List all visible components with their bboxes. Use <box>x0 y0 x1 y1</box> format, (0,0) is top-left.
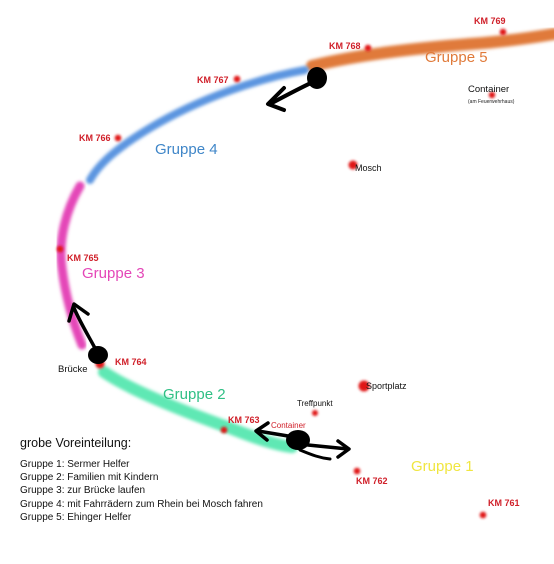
legend-item-group-5: Gruppe 5: Ehinger Helfer <box>20 511 132 523</box>
group-3-label: Gruppe 3 <box>82 265 145 282</box>
km-761-marker <box>479 511 487 519</box>
legend-item-group-2: Gruppe 2: Familien mit Kindern <box>20 472 159 484</box>
container-top-label: Container <box>468 84 509 95</box>
sportplatz-label: Sportplatz <box>366 381 407 391</box>
arrow-group-3-start <box>67 302 108 364</box>
km-764-label: KM 764 <box>115 357 147 367</box>
treffpunkt-marker <box>312 410 318 416</box>
arrow-group-1-2-start <box>254 421 351 461</box>
group-2-label: Gruppe 2 <box>163 386 226 403</box>
group-5-label: Gruppe 5 <box>425 49 488 66</box>
container-top-sublabel: (am Feuerwehrhaus) <box>468 99 515 105</box>
km-762-label: KM 762 <box>356 476 388 486</box>
km-766-label: KM 766 <box>79 133 111 143</box>
km-766-marker <box>114 134 122 142</box>
legend-item-group-3: Gruppe 3: zur Brücke laufen <box>20 485 146 497</box>
km-767-label: KM 767 <box>197 75 229 85</box>
km-762-marker <box>353 467 361 475</box>
km-763-label: KM 763 <box>228 415 260 425</box>
km-768-marker <box>364 44 372 52</box>
arrow-group-5-start <box>266 67 327 112</box>
km-761-label: KM 761 <box>488 498 520 508</box>
km-767-marker <box>233 75 241 83</box>
km-769-marker <box>499 28 507 36</box>
km-765-marker <box>56 245 64 253</box>
container-bottom-label: Container <box>271 421 306 430</box>
legend-item-group-1: Gruppe 1: Sermer Helfer <box>20 459 130 470</box>
km-768-label: KM 768 <box>329 41 361 51</box>
group-1-label: Gruppe 1 <box>411 458 474 475</box>
route-group-5 <box>306 28 554 72</box>
container-top-marker <box>488 91 496 99</box>
legend-item-group-4: Gruppe 4: mit Fahrrädern zum Rhein bei M… <box>20 498 263 510</box>
bruecke-label: Brücke <box>58 364 88 375</box>
sportplatz-marker <box>358 380 370 392</box>
mosch-label: Mosch <box>355 163 382 173</box>
route-group-2 <box>98 366 298 453</box>
route-group-3 <box>56 181 87 350</box>
group-4-label: Gruppe 4 <box>155 141 218 158</box>
legend: grobe Voreinteilung: Gruppe 1: Sermer He… <box>20 436 263 524</box>
km-769-label: KM 769 <box>474 16 506 26</box>
route-group-4 <box>86 66 309 184</box>
mosch-marker <box>348 160 358 170</box>
km-765-label: KM 765 <box>67 253 99 263</box>
km-763-marker <box>220 426 228 434</box>
treffpunkt-label: Treffpunkt <box>297 399 333 408</box>
legend-title: grobe Voreinteilung: <box>20 436 132 450</box>
